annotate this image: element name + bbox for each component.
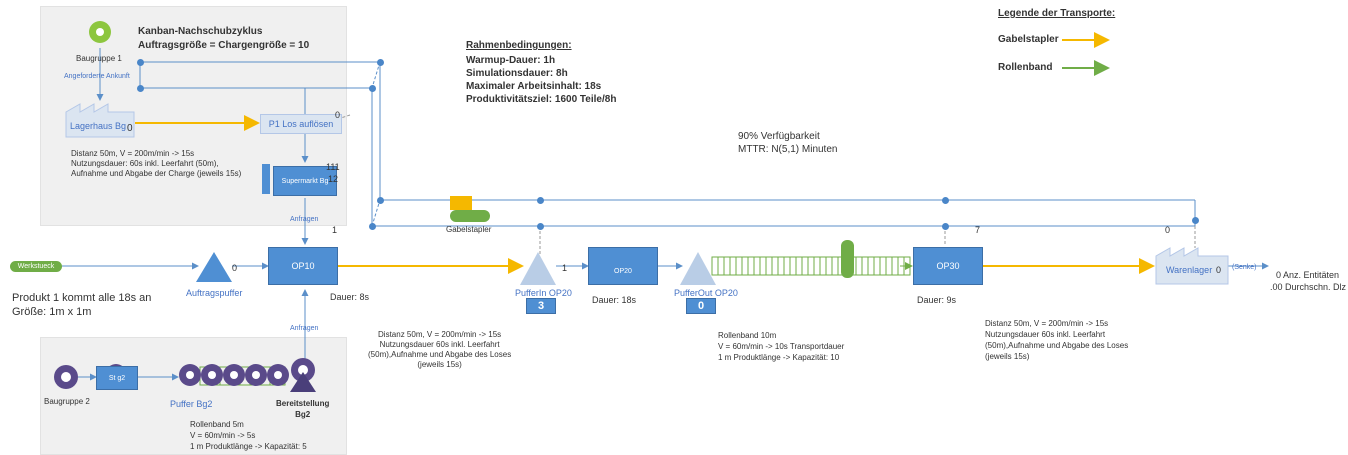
st-bg2-box[interactable]: St g2 — [96, 366, 138, 390]
pufferout-label: PufferOut OP20 — [674, 288, 738, 298]
node-dot — [537, 197, 544, 204]
auftragspuffer-count: 0 — [232, 263, 238, 273]
baugruppe2-label: Baugruppe 2 — [44, 397, 90, 406]
op30-count: 7 — [975, 225, 981, 235]
op10-count: 1 — [332, 225, 338, 235]
p1-los-label: P1 Los auflösen — [268, 119, 334, 129]
distanz-op10: Distanz 50m, V = 200m/min -> 15s Nutzung… — [368, 330, 512, 369]
lagerhaus-count: 0 — [127, 123, 133, 134]
werkstueck-tag[interactable]: Werkstueck — [10, 261, 62, 272]
produkt-text: Produkt 1 kommt alle 18s an Größe: 1m x … — [12, 292, 152, 318]
distanz-op30: Distanz 50m, V = 200m/min -> 15s Nutzung… — [985, 319, 1129, 361]
pufferout-count: 0 — [697, 300, 705, 312]
op30-label: OP30 — [936, 261, 960, 271]
senke-label: (Senke) — [1232, 264, 1257, 271]
supermarkt-label: Supermarkt Bg — [281, 177, 329, 185]
node-dot — [377, 197, 384, 204]
lagerhaus-shape — [65, 103, 135, 138]
st-bg2-label: St g2 — [108, 374, 126, 382]
supermarkt-count-1: 111 — [326, 162, 340, 172]
op10-box[interactable]: OP10 — [268, 247, 338, 285]
node-dot — [137, 85, 144, 92]
rahmen-title: Rahmenbedingungen: — [466, 40, 572, 51]
op30-box[interactable]: OP30 — [913, 247, 983, 285]
node-dot — [369, 223, 376, 230]
supermarkt-indicator — [262, 164, 270, 194]
legend-rollenband: Rollenband — [998, 62, 1053, 73]
baugruppe1-label: Baugruppe 1 — [76, 54, 122, 63]
op20-dauer: Dauer: 18s — [592, 295, 637, 305]
puffer-bg2-label: Puffer Bg2 — [170, 399, 213, 409]
durchschn-dlz: .00 Durchschn. Dlz — [1270, 282, 1347, 292]
availability-text: 90% Verfügbarkeit MTTR: N(5,1) Minuten — [738, 131, 838, 155]
warenlager-label: Warenlager — [1166, 265, 1213, 275]
legend-title: Legende der Transporte: — [998, 8, 1116, 19]
rahmen-lines: Warmup-Dauer: 1h Simulationsdauer: 8h Ma… — [466, 55, 617, 105]
anfragen2-label: Anfragen — [290, 325, 319, 332]
node-dot — [1192, 217, 1199, 224]
gabelstapler-label: Gabelstapler — [446, 225, 492, 234]
supermarkt-count-2: 12 — [328, 174, 339, 184]
p1-los-box[interactable]: P1 Los auflösen — [260, 114, 342, 134]
pufferin-counter: 3 — [526, 298, 556, 314]
bottom-panel — [40, 337, 347, 455]
node-dot — [377, 59, 384, 66]
lagerhaus-label: Lagerhaus Bg — [70, 121, 127, 131]
node-dot — [942, 197, 949, 204]
conveyor-entity — [841, 240, 854, 278]
kanban-distanz: Distanz 50m, V = 200m/min -> 15s Nutzung… — [71, 149, 242, 178]
supermarkt-box[interactable]: Supermarkt Bg — [273, 166, 337, 196]
angeforderte-label: Angeforderte Ankunft — [64, 73, 130, 80]
kanban-title-1: Kanban-Nachschubzyklus — [138, 26, 263, 37]
auftragspuffer-shape — [196, 252, 232, 282]
p1-los-count: 0 — [335, 110, 341, 120]
op20-box[interactable]: OP20 — [588, 247, 658, 285]
pufferout-shape — [680, 252, 716, 285]
pufferout-counter: 0 — [686, 298, 716, 314]
bereitstellung-label: Bereitstellung Bg2 — [276, 399, 330, 419]
node-dot — [369, 85, 376, 92]
pufferin-count: 3 — [537, 300, 545, 312]
op10-label: OP10 — [291, 261, 315, 271]
warenlager-shape — [1155, 247, 1229, 285]
bottom-rollenband: Rollenband 5m V = 60m/min -> 5s 1 m Prod… — [190, 420, 307, 451]
rollenband-text: Rollenband 10m V = 60m/min -> 10s Transp… — [718, 331, 845, 362]
op20-label: OP20 — [614, 267, 632, 275]
op10-dauer: Dauer: 8s — [330, 292, 370, 302]
op30-dauer: Dauer: 9s — [917, 295, 957, 305]
node-dot — [137, 59, 144, 66]
pufferin-label: PufferIn OP20 — [515, 288, 572, 298]
pufferin-shape — [520, 252, 556, 285]
node-dot — [942, 223, 949, 230]
warenlager-top-count: 0 — [1165, 225, 1171, 235]
legend-gabelstapler: Gabelstapler — [998, 34, 1059, 45]
werkstueck-label: Werkstueck — [17, 263, 55, 270]
auftragspuffer-label: Auftragspuffer — [186, 288, 243, 298]
warenlager-count: 0 — [1216, 265, 1222, 275]
kanban-title-2: Auftragsgröße = Chargengröße = 10 — [138, 40, 310, 51]
anz-entitaeten: 0 Anz. Entitäten — [1276, 270, 1340, 280]
forklift-icon — [450, 196, 472, 210]
pufferin-side: 1 — [562, 263, 568, 273]
node-dot — [537, 223, 544, 230]
anfragen-label: Anfragen — [290, 216, 319, 223]
